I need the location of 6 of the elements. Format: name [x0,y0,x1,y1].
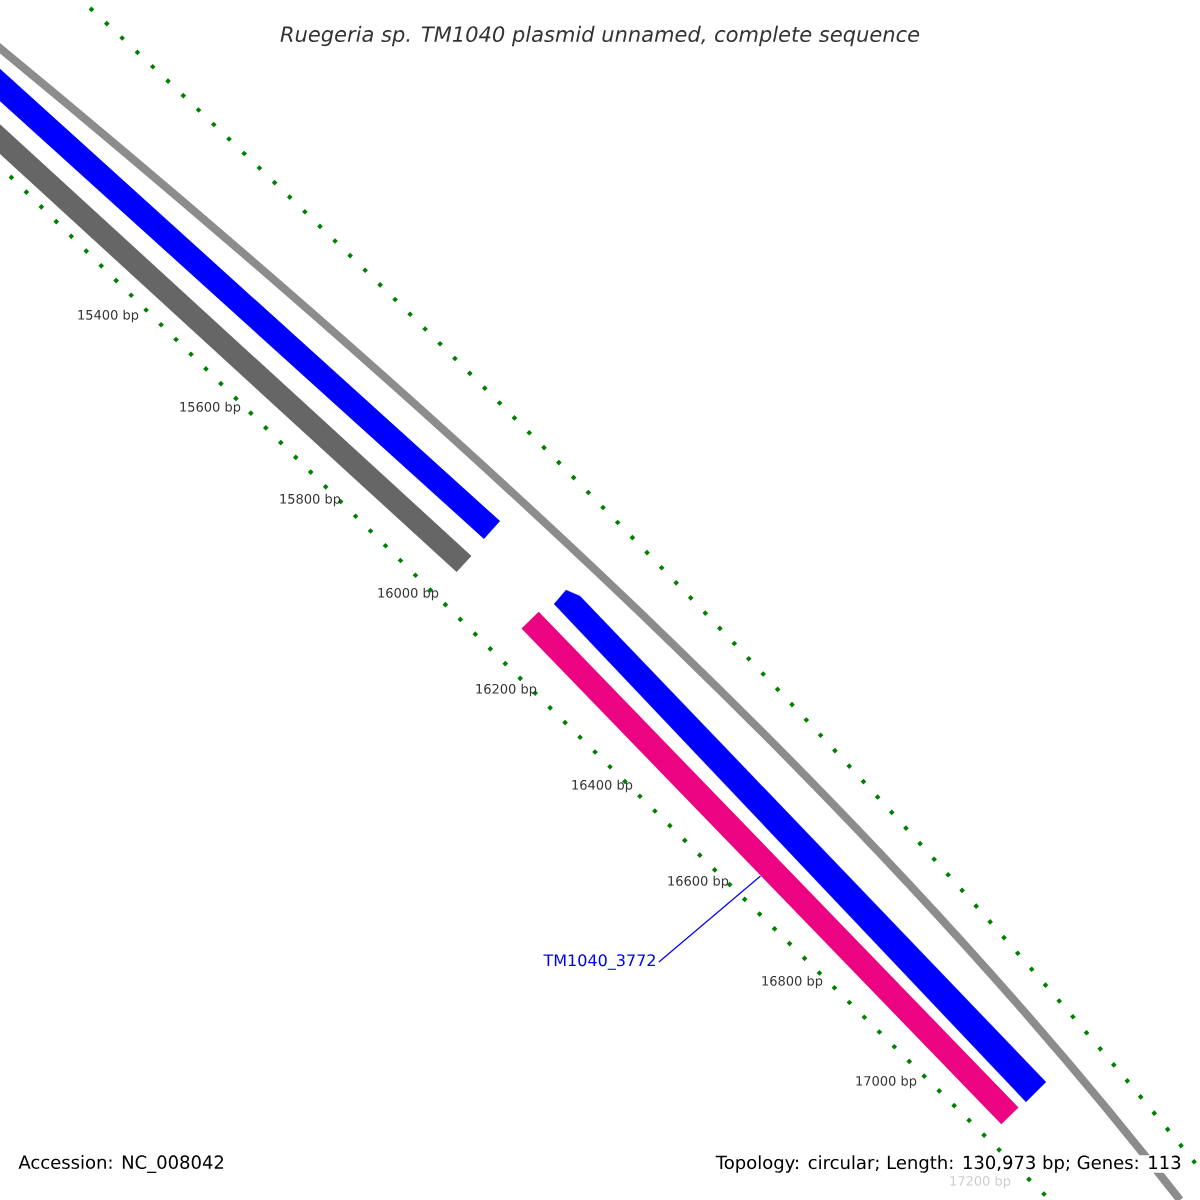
title: Ruegeria sp. TM1040 plasmid unnamed, complete sequence [280,25,920,47]
leader-line [658,875,762,963]
accession-text: Accession: NC_008042 [18,1155,224,1173]
gene-label: TM1040_3772 [543,954,655,970]
gene-bar [521,611,1019,1125]
topology-text: Topology: circular; Length: 130,973 bp; Genes: 113 [715,1155,1182,1173]
